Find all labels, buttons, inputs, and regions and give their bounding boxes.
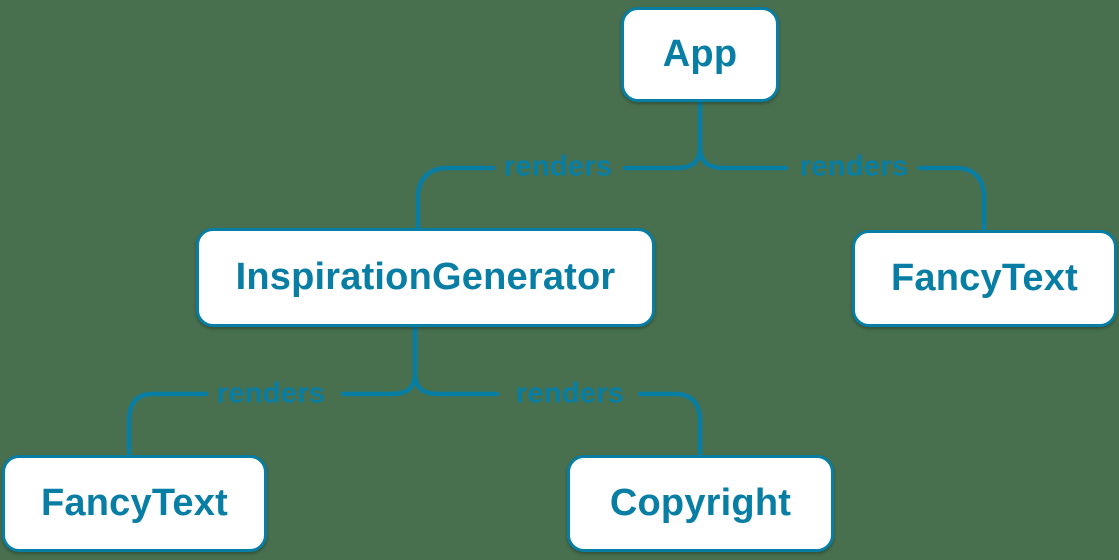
node-copyright: Copyright — [567, 455, 834, 552]
node-app-label: App — [662, 33, 738, 75]
edge-inspiration-to-copyright-flare — [412, 370, 500, 397]
edge-app-to-fancytext-drop — [917, 165, 987, 234]
edge-inspiration-to-fancytext-drop — [126, 391, 209, 459]
node-fancy-text-left-label: FancyText — [41, 482, 228, 524]
node-app: App — [621, 7, 779, 102]
edge-app-to-fancytext-flare — [697, 144, 789, 171]
edge-app-to-inspiration-flare — [622, 144, 703, 171]
node-inspiration-generator: InspirationGenerator — [196, 228, 655, 327]
node-fancy-text-left: FancyText — [2, 455, 267, 552]
edge-inspiration-to-copyright-drop — [637, 391, 703, 459]
edge-label-renders-inspiration-fancytext: renders — [216, 377, 326, 410]
node-copyright-label: Copyright — [609, 482, 792, 524]
node-inspiration-generator-label: InspirationGenerator — [235, 256, 616, 298]
edge-app-to-inspiration-drop — [415, 165, 496, 232]
edge-label-renders-app-inspiration: renders — [503, 150, 613, 183]
node-fancy-text-right: FancyText — [852, 230, 1117, 327]
node-fancy-text-right-label: FancyText — [891, 257, 1078, 299]
edge-label-renders-inspiration-copyright: renders — [515, 377, 625, 410]
edge-inspiration-to-fancytext-flare — [340, 370, 418, 397]
edge-label-renders-app-fancytext: renders — [799, 150, 909, 183]
